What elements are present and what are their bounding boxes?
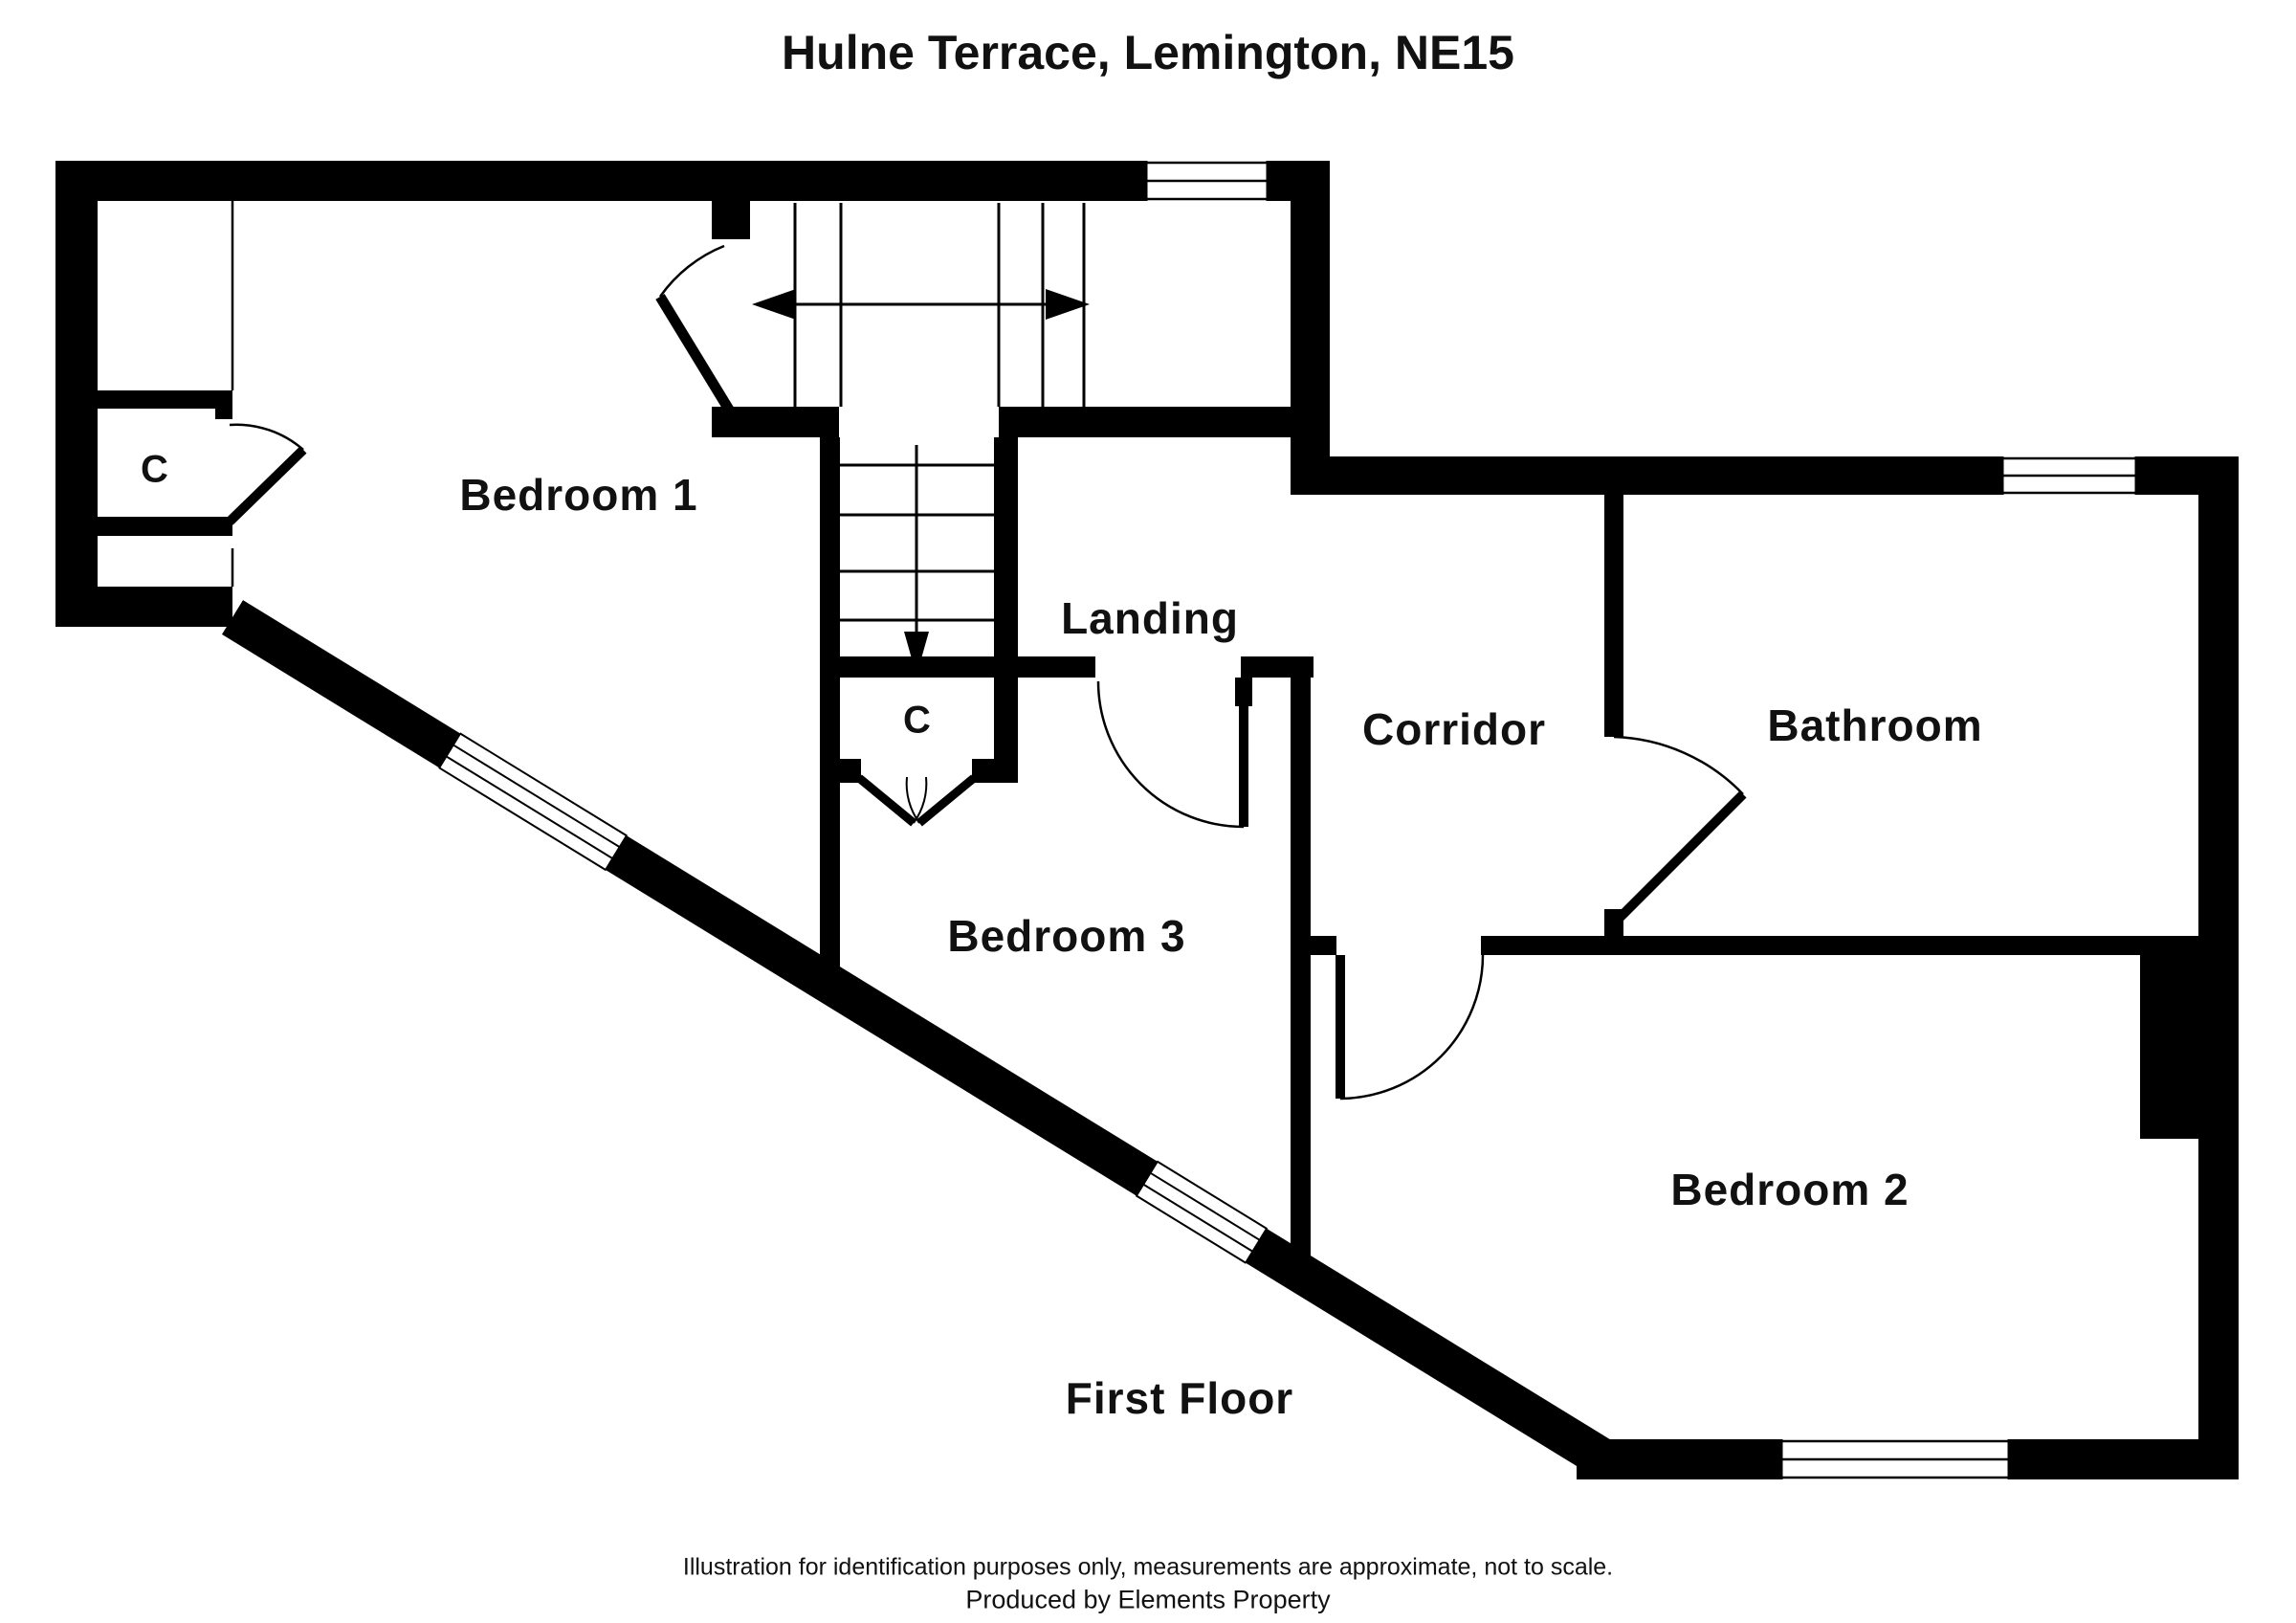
closet1-stub-top <box>215 390 232 419</box>
page-title: Hulne Terrace, Lemington, NE15 <box>782 26 1514 79</box>
closet1-bottom-wall <box>98 517 232 536</box>
diagonal-window-2 <box>1135 1160 1269 1264</box>
bedroom3-top-wall-right <box>1241 656 1314 678</box>
closet2-stub-left <box>839 759 861 783</box>
diagonal-window-1 <box>437 732 629 872</box>
bathroom-door <box>1610 735 1747 927</box>
closet1-stub-bottom <box>215 517 232 533</box>
room-label-bathroom: Bathroom <box>1767 700 1983 750</box>
floor-label: First Floor <box>1065 1373 1294 1423</box>
footer-disclaimer: Illustration for identification purposes… <box>682 1553 1614 1581</box>
stair-flight-left-wall <box>820 437 840 967</box>
stair-flight-right-wall <box>994 437 1018 783</box>
bedroom3-top-wall-left <box>1018 656 1095 678</box>
corridor-south-wall <box>1481 936 2198 955</box>
interior-walls <box>98 201 2198 1263</box>
left-bottom-corner-wall <box>55 587 232 627</box>
top-wall-window <box>1144 161 1269 201</box>
closet2-double-doors <box>856 774 977 827</box>
bedroom2-door-west-stub <box>1311 936 1336 955</box>
room-label-bedroom2: Bedroom 2 <box>1670 1165 1910 1214</box>
stair-deck-bottom-wall-left <box>712 407 839 437</box>
closet1-label: C <box>141 448 169 491</box>
closet1-top-wall <box>98 390 232 409</box>
room-label-bedroom1: Bedroom 1 <box>459 470 698 520</box>
bedroom3-door <box>1096 680 1248 829</box>
bathroom-window <box>2000 456 2138 495</box>
room-label-corridor: Corridor <box>1362 704 1546 754</box>
top-wall <box>55 161 1330 201</box>
outer-walls <box>55 161 2239 1479</box>
room-label-landing: Landing <box>1061 593 1239 643</box>
right-wall <box>2198 456 2239 1479</box>
windows <box>1144 161 2138 1479</box>
stair-arrow-right <box>1046 289 1090 320</box>
diagonal-wall-group <box>222 600 1618 1478</box>
bedroom1-door <box>655 244 734 412</box>
stair-arrow-left <box>752 289 796 320</box>
staircase <box>752 203 1090 676</box>
landing-east-wall <box>1291 201 1330 495</box>
stair-deck-bottom-wall-right <box>999 407 1291 437</box>
left-wall <box>55 161 98 627</box>
bedroom2-window <box>1779 1439 2011 1479</box>
bedroom3-east-wall <box>1291 678 1311 1263</box>
chimney-pier <box>2140 955 2198 1139</box>
bathroom-west-wall <box>1604 495 1623 737</box>
closet1-door <box>226 423 307 525</box>
stair-door-top-stub <box>712 201 750 239</box>
doors <box>226 244 1747 1101</box>
bedroom2-door <box>1336 954 1485 1101</box>
stair-arrow-down <box>904 632 929 676</box>
room-label-bedroom3: Bedroom 3 <box>947 911 1186 961</box>
closet2-stub-right <box>972 759 994 783</box>
closet2-label: C <box>903 699 932 742</box>
footer-producer: Produced by Elements Property <box>965 1585 1331 1614</box>
